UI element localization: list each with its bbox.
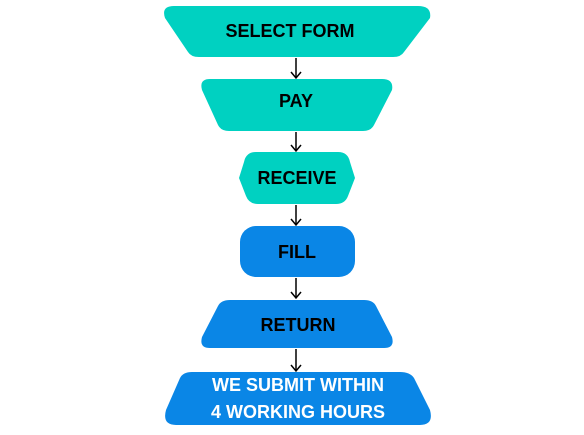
arrow-1 (290, 58, 302, 80)
step-receive-shape (239, 152, 355, 204)
arrow-2 (290, 132, 302, 153)
step-select-form-shape (164, 6, 431, 57)
arrow-4 (290, 278, 302, 300)
step-return: RETURN (201, 300, 393, 348)
step-pay-shape (201, 79, 393, 131)
step-submit-label-line2: 4 WORKING HOURS (211, 402, 385, 422)
step-submit-label-line1: WE SUBMIT WITHIN (212, 375, 384, 395)
step-return-label: RETURN (261, 315, 336, 335)
step-receive-label: RECEIVE (257, 168, 336, 188)
arrow-5 (290, 349, 302, 373)
step-select-form-label: SELECT FORM (226, 21, 355, 41)
step-fill-label: FILL (278, 242, 316, 262)
step-pay: PAY (201, 79, 393, 131)
step-return-shape (201, 300, 393, 348)
step-select-form: SELECT FORM (164, 6, 431, 57)
step-fill-shape (240, 226, 355, 277)
step-submit-shape (165, 372, 431, 425)
step-fill: FILL (240, 226, 355, 277)
step-receive: RECEIVE (239, 152, 355, 204)
arrow-3 (290, 205, 302, 227)
step-submit: WE SUBMIT WITHIN 4 WORKING HOURS (165, 372, 431, 425)
step-pay-label: PAY (279, 91, 313, 111)
